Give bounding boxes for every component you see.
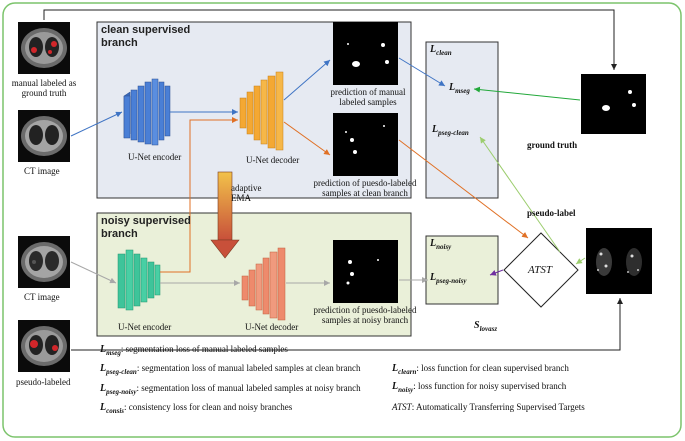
legend-item-pseg-clean: Lpseg-clean: segmentation loss of manual… xyxy=(100,363,361,376)
loss-mseg-label: Lmseg xyxy=(449,82,470,95)
clean-decoder xyxy=(239,71,284,151)
pseudo-label-caption: pseudo-label xyxy=(527,208,576,218)
loss-noisy-title: Lnoisy xyxy=(430,238,452,251)
prediction-pseudo-clean-mask xyxy=(333,113,398,176)
ema-arrow xyxy=(210,171,240,259)
arrow-manual-to-gt xyxy=(43,9,617,70)
ct-image-pseudo-labeled xyxy=(18,320,70,372)
legend-item-atst: ATST: Automatically Transferring Supervi… xyxy=(392,402,585,412)
arrow-pseudo-clean-to-atst xyxy=(398,139,529,239)
prediction-pseudo-noisy-mask xyxy=(333,240,398,303)
clean-encoder xyxy=(123,78,171,146)
s-lovasz-label: Slovasz xyxy=(474,320,498,333)
manual-labeled-caption: manual labeled as ground truth xyxy=(11,78,77,99)
legend-item-clearn: Lclearn: loss function for clean supervi… xyxy=(392,363,569,376)
ground-truth-mask xyxy=(581,74,646,134)
clean-decoder-label: U-Net decoder xyxy=(246,155,300,165)
pseudo-label-mask xyxy=(586,228,652,294)
arrow-atst-to-lpseg-clean xyxy=(479,136,561,253)
ct-image-top xyxy=(18,110,70,162)
legend-item-mseg: Lmseg: segmentation loss of manual label… xyxy=(100,344,288,357)
ground-truth-caption: ground truth xyxy=(527,140,578,150)
loss-pseg-clean-label: Lpseg-clean xyxy=(432,124,469,137)
noisy-encoder xyxy=(117,249,161,311)
ct-image-bottom-caption: CT image xyxy=(24,292,60,302)
arrow-clean-dec-to-pseudo-pred xyxy=(283,121,331,156)
legend-item-consis: Lconsis: consistency loss for clean and … xyxy=(100,402,293,415)
arrow-pseudo-label-to-atst xyxy=(575,257,586,265)
noisy-encoder-label: U-Net encoder xyxy=(118,322,172,332)
arrow-pseudo-to-pseudolabel xyxy=(71,298,623,351)
loss-pseg-noisy-label: Lpseg-noisy xyxy=(430,272,467,285)
ema-label: adaptive EMA xyxy=(231,183,262,204)
prediction-manual-mask xyxy=(333,22,398,85)
clean-encoder-label: U-Net encoder xyxy=(128,152,182,162)
pred-manual-caption: prediction of manual labeled samples xyxy=(330,87,406,108)
arrow-manual-pred-to-lmseg xyxy=(398,57,446,87)
noisy-decoder-label: U-Net decoder xyxy=(245,322,299,332)
atst-label: ATST xyxy=(528,264,553,276)
loss-clean-box xyxy=(425,41,499,199)
pred-pseudo-noisy-caption: prediction of puesdo-labeled samples at … xyxy=(313,305,417,326)
ct-image-top-caption: CT image xyxy=(24,166,60,176)
noisy-decoder xyxy=(241,247,286,321)
loss-clean-title: Lclean xyxy=(430,44,452,57)
ct-image-bottom xyxy=(18,236,70,288)
arrow-ct-to-noisy-encoder xyxy=(70,261,117,284)
legend-item-pseg-noisy: Lpseg-noisy: segmentation loss of manual… xyxy=(100,383,361,396)
pred-pseudo-clean-caption: prediction of puesdo-labeled samples at … xyxy=(313,178,417,199)
pseudo-labeled-caption: pseudo-labeled xyxy=(16,377,71,387)
arrow-clean-dec-to-manual-pred xyxy=(283,59,331,101)
legend-item-noisy: Lnoisy: loss function for noisy supervis… xyxy=(392,381,567,394)
clean-branch-title: clean supervised branch xyxy=(101,24,191,50)
loss-noisy-box xyxy=(425,235,499,305)
arrow-gt-to-lmseg xyxy=(473,86,581,101)
arrow-noisy-enc-to-clean-dec xyxy=(160,117,238,273)
ct-image-manual-labeled xyxy=(18,22,70,74)
arrow-atst-to-lpseg-noisy xyxy=(489,269,504,276)
noisy-branch-title: noisy supervised branch xyxy=(101,215,191,241)
arrow-ct-to-clean-encoder xyxy=(70,111,123,137)
